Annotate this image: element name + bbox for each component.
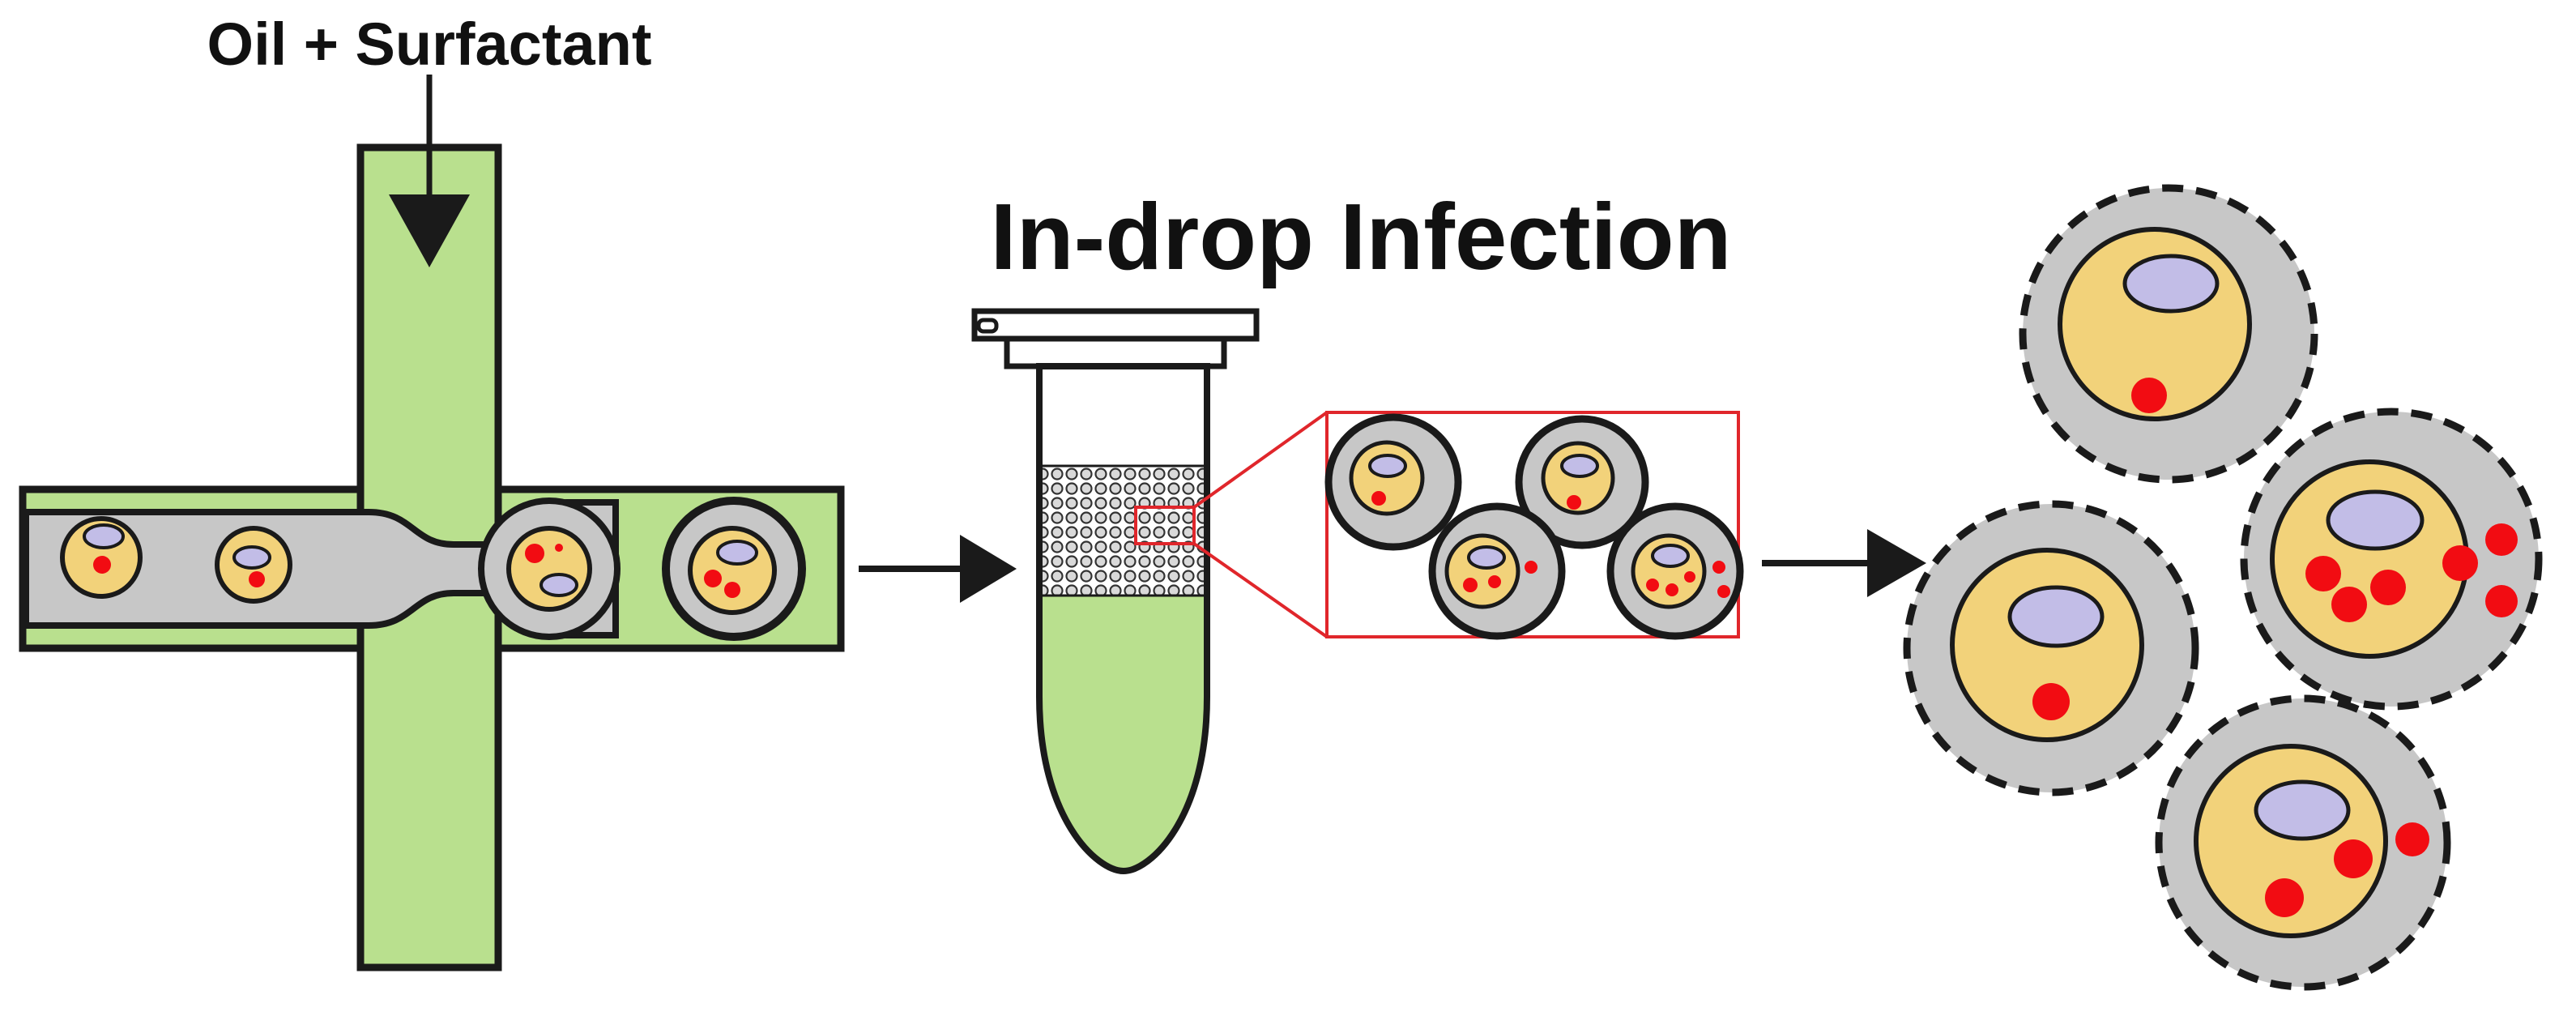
virus-particle <box>555 544 563 552</box>
virus-particle <box>1665 583 1678 596</box>
flow-arrow-2 <box>1762 529 1926 597</box>
tube-lid-hinge <box>976 318 999 334</box>
nucleus <box>1368 454 1407 478</box>
virus-particle <box>93 556 111 574</box>
nucleus <box>2326 489 2425 551</box>
virus-particle <box>2265 878 2304 917</box>
tube-lid <box>971 308 1260 342</box>
cell <box>688 526 777 615</box>
nucleus <box>540 573 578 597</box>
virus-particle <box>2334 839 2373 878</box>
nucleus <box>2007 585 2105 648</box>
arrow-head-icon <box>389 194 470 267</box>
virus-particle <box>2395 822 2429 856</box>
virus-particle <box>2442 545 2478 581</box>
eppendorf-tube: In-drop Infection <box>971 184 1732 875</box>
cell <box>215 526 292 604</box>
virus-particle <box>2305 556 2341 591</box>
virus-particle <box>525 544 544 563</box>
nucleus <box>1467 545 1506 570</box>
zoom-panel <box>1324 411 1744 640</box>
zoom-line-top <box>1192 411 1329 509</box>
virus-particle <box>1371 491 1386 506</box>
released-cells <box>1903 184 2543 991</box>
virus-particle <box>704 570 722 587</box>
virus-particle <box>1525 561 1537 574</box>
nucleus <box>1560 454 1599 478</box>
nucleus <box>716 540 758 566</box>
virus-particle <box>2370 570 2406 605</box>
virus-particle <box>1684 571 1695 583</box>
droplet <box>2019 184 2318 484</box>
arrow-right-icon <box>1867 529 1926 597</box>
virus-particle <box>2131 378 2167 413</box>
oil-surfactant-label: Oil + Surfactant <box>207 11 652 78</box>
virus-particle <box>1712 561 1725 574</box>
zoom-source-box <box>1134 506 1196 545</box>
droplet-emulsion-layer <box>1041 466 1205 596</box>
virus-particle <box>1488 575 1501 588</box>
virus-particle <box>249 571 265 587</box>
nucleus <box>232 545 271 570</box>
virus-particle <box>1567 495 1581 510</box>
flow-arrow-1 <box>859 535 1017 603</box>
cell <box>506 526 592 612</box>
virus-particle <box>724 582 740 598</box>
droplet <box>2240 408 2543 711</box>
droplet <box>1515 415 1649 549</box>
arrow-right-icon <box>960 535 1017 603</box>
nucleus <box>1651 544 1690 568</box>
cell <box>60 516 143 599</box>
in-drop-infection-title: In-drop Infection <box>991 184 1732 289</box>
droplet <box>1903 500 2199 796</box>
droplet <box>1324 413 1462 551</box>
zoom-line-bottom <box>1192 542 1329 638</box>
microfluidic-junction: Oil + Surfactant <box>19 11 845 971</box>
cell <box>1349 440 1425 516</box>
tube-rim <box>1004 335 1227 369</box>
droplet <box>1428 502 1566 640</box>
virus-particle <box>1717 585 1730 598</box>
virus-particle <box>2331 587 2367 622</box>
aqueous-stream <box>23 499 619 638</box>
droplet <box>1606 502 1744 640</box>
nucleus <box>2122 254 2220 314</box>
virus-particle <box>2485 585 2518 617</box>
tube-outline <box>1036 363 1210 875</box>
droplet <box>2155 694 2451 991</box>
virus-particle <box>2032 683 2070 720</box>
nucleus <box>83 523 125 549</box>
virus-particle <box>1463 578 1478 592</box>
virus-particle <box>1646 579 1659 591</box>
virus-particle <box>2485 523 2518 556</box>
nucleus <box>2254 779 2351 841</box>
